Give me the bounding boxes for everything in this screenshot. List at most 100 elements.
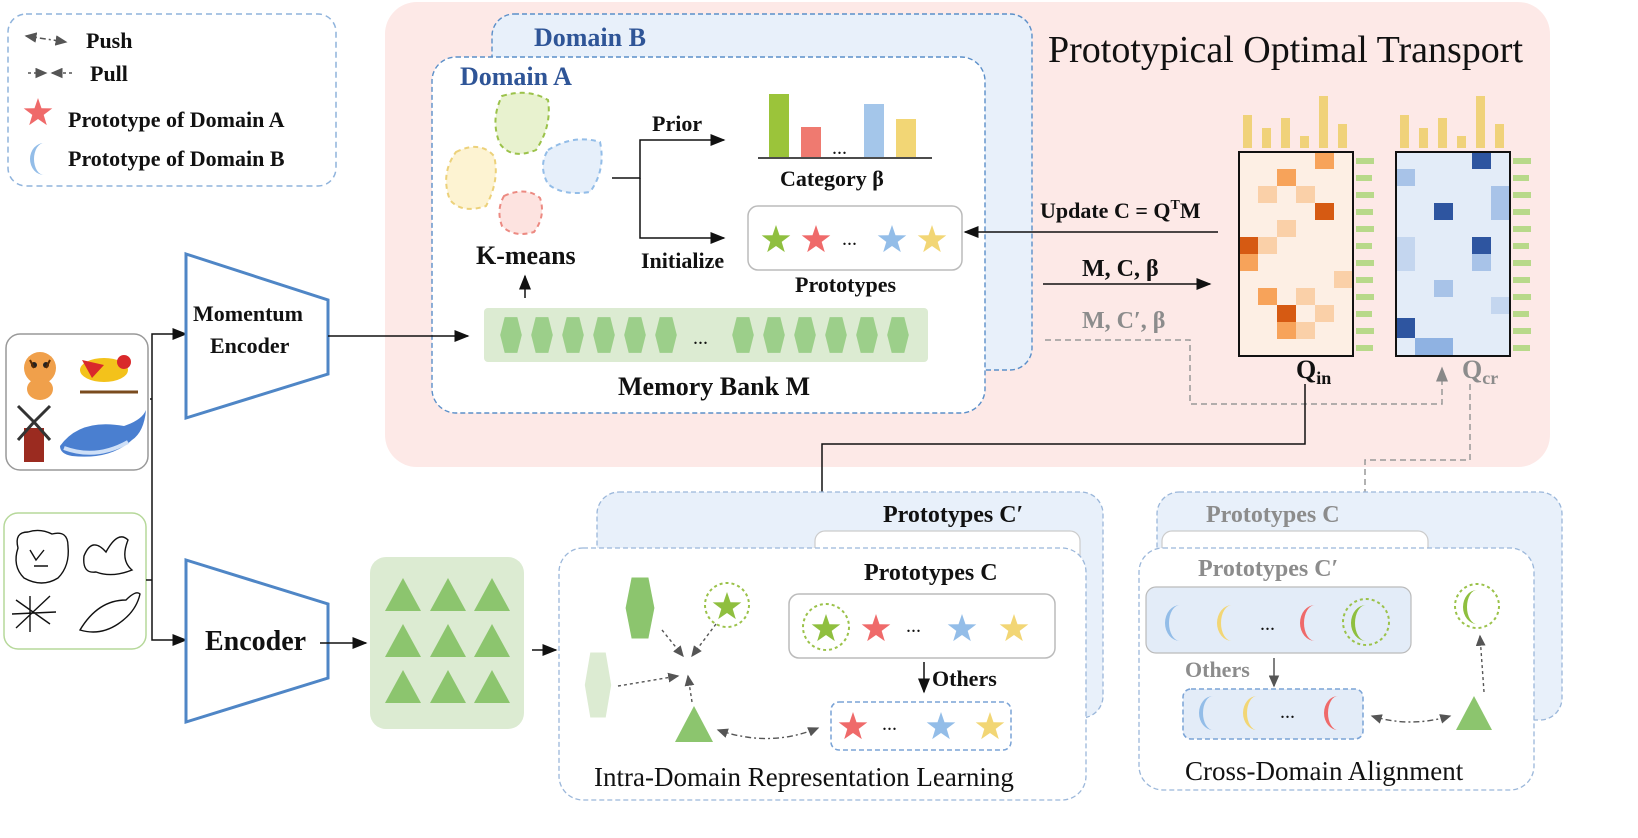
hist-bar	[801, 127, 821, 157]
whale-image	[60, 410, 146, 457]
prior-arrow	[612, 134, 726, 179]
pot-title: Prototypical Optimal Transport	[1048, 29, 1523, 71]
momentum-encoder-line1: Momentum	[193, 301, 303, 326]
tiger-image	[24, 352, 56, 400]
legend-push-label: Push	[86, 28, 132, 53]
encoder: Encoder	[184, 557, 330, 725]
kmeans-clusters	[445, 91, 603, 235]
pull-arrow	[617, 672, 680, 687]
moon-icon	[1463, 590, 1477, 624]
cross-prototypes-c-label: Prototypes C	[1206, 502, 1340, 528]
selected-prototype-ring	[802, 603, 850, 651]
feature-hex	[825, 317, 847, 353]
memory-bank-ellipsis: ...	[693, 327, 708, 349]
hist-bar	[769, 94, 789, 157]
cross-domain-panel: Prototypes C Prototypes C′ ... Others ..…	[1138, 491, 1563, 791]
moon-icon	[1300, 605, 1315, 641]
kmeans-label: K-means	[476, 241, 576, 270]
moon-icon	[1165, 605, 1180, 641]
memory-bank-label: Memory Bank M	[618, 372, 810, 401]
intra-prototypes-c-label: Prototypes C	[864, 560, 998, 586]
feature-hex	[584, 652, 612, 718]
legend-box	[7, 13, 337, 187]
push-arrow-icon	[24, 32, 68, 46]
feature-hex	[562, 317, 584, 353]
initialize-label: Initialize	[641, 248, 724, 273]
prior-label: Prior	[652, 111, 702, 136]
prototypes-ellipsis: ...	[842, 228, 857, 250]
q-in-matrix	[1238, 96, 1374, 357]
q-cr-side-bars	[1513, 158, 1531, 351]
tiger-sketch-face	[29, 549, 48, 567]
mcb-label: M, C, β	[1082, 256, 1159, 282]
tiger-sketch	[15, 529, 69, 584]
moon-icon	[1199, 696, 1213, 730]
push-arrow	[716, 727, 820, 740]
legend-prototype-b-label: Prototype of Domain B	[68, 146, 285, 171]
legend: Push Pull Prototype of Domain A Prototyp…	[7, 13, 337, 187]
cross-others-box	[1182, 688, 1364, 740]
intra-ellipsis: ...	[906, 615, 921, 637]
category-histogram: ...	[758, 94, 932, 159]
intra-others-ellipsis: ...	[882, 713, 897, 735]
anchor-prototype-ring	[704, 582, 750, 628]
intra-prototypes-c-prime-label: Prototypes C′	[883, 502, 1023, 528]
cluster-blue	[542, 138, 603, 194]
update-label: Update C = QTM	[1040, 198, 1201, 223]
feature-hex	[794, 317, 816, 353]
legend-pull-label: Pull	[90, 61, 128, 86]
feature-hex	[856, 317, 878, 353]
moon-icon	[1243, 696, 1257, 730]
momentum-encoder-shape	[184, 251, 330, 421]
cross-prototypes-c-prime-label: Prototypes C′	[1198, 556, 1338, 582]
whale-sketch	[78, 592, 141, 633]
sketch-image-box	[3, 512, 147, 650]
cross-anchor-ring	[1454, 583, 1500, 629]
q-in-side-bars	[1356, 158, 1374, 351]
category-label: Category β	[780, 166, 884, 191]
photo-to-momentum-arrow	[150, 334, 186, 400]
legend-prototype-a-label: Prototype of Domain A	[68, 107, 285, 132]
feature-hex	[763, 317, 785, 353]
intra-others-box	[830, 701, 1012, 751]
feature-grid	[370, 557, 524, 729]
cluster-green	[494, 91, 550, 155]
cross-others-ellipsis: ...	[1280, 701, 1295, 723]
hist-bar	[864, 104, 884, 157]
feature-hex	[625, 577, 655, 639]
feature-hex	[531, 317, 553, 353]
pot-panel: Prototypical Optimal Transport Domain B …	[385, 2, 1550, 467]
intra-prototypes-box	[788, 593, 1056, 659]
moon-icon	[1217, 605, 1232, 641]
feature-hex	[593, 317, 615, 353]
moon-icon	[1324, 696, 1338, 730]
intra-domain-panel: Prototypes C′ Prototypes C ... Others ..…	[558, 491, 1104, 801]
intra-caption: Intra-Domain Representation Learning	[594, 762, 1014, 792]
q-cr-matrix	[1395, 96, 1531, 357]
momentum-encoder: Momentum Encoder	[184, 251, 330, 421]
encoder-shape	[184, 557, 330, 725]
memory-bank	[484, 308, 928, 362]
prototypes-box	[747, 205, 963, 271]
encoder-label: Encoder	[205, 626, 306, 657]
cross-prototypes-box	[1145, 586, 1412, 654]
cluster-red	[498, 190, 543, 235]
cross-anchor-triangle	[1456, 696, 1492, 730]
feature-hex	[887, 317, 909, 353]
mcb-prime-label: M, C′, β	[1082, 308, 1165, 334]
hist-bar	[896, 119, 916, 157]
hist-ellipsis: ...	[832, 137, 847, 159]
q-cr-frame	[1395, 151, 1511, 357]
q-cr-label: Qcr	[1462, 355, 1498, 388]
cluster-yellow	[445, 145, 497, 210]
anchor-triangle	[675, 706, 713, 742]
q-in-frame	[1238, 151, 1354, 357]
bird-image	[80, 355, 138, 394]
q-in-label: Qin	[1296, 355, 1331, 388]
feature-hex	[732, 317, 754, 353]
feature-hex	[655, 317, 677, 353]
domain-a-label: Domain A	[460, 62, 572, 91]
prototypes-label: Prototypes	[795, 272, 896, 297]
q-cr-top-bars	[1400, 96, 1504, 148]
